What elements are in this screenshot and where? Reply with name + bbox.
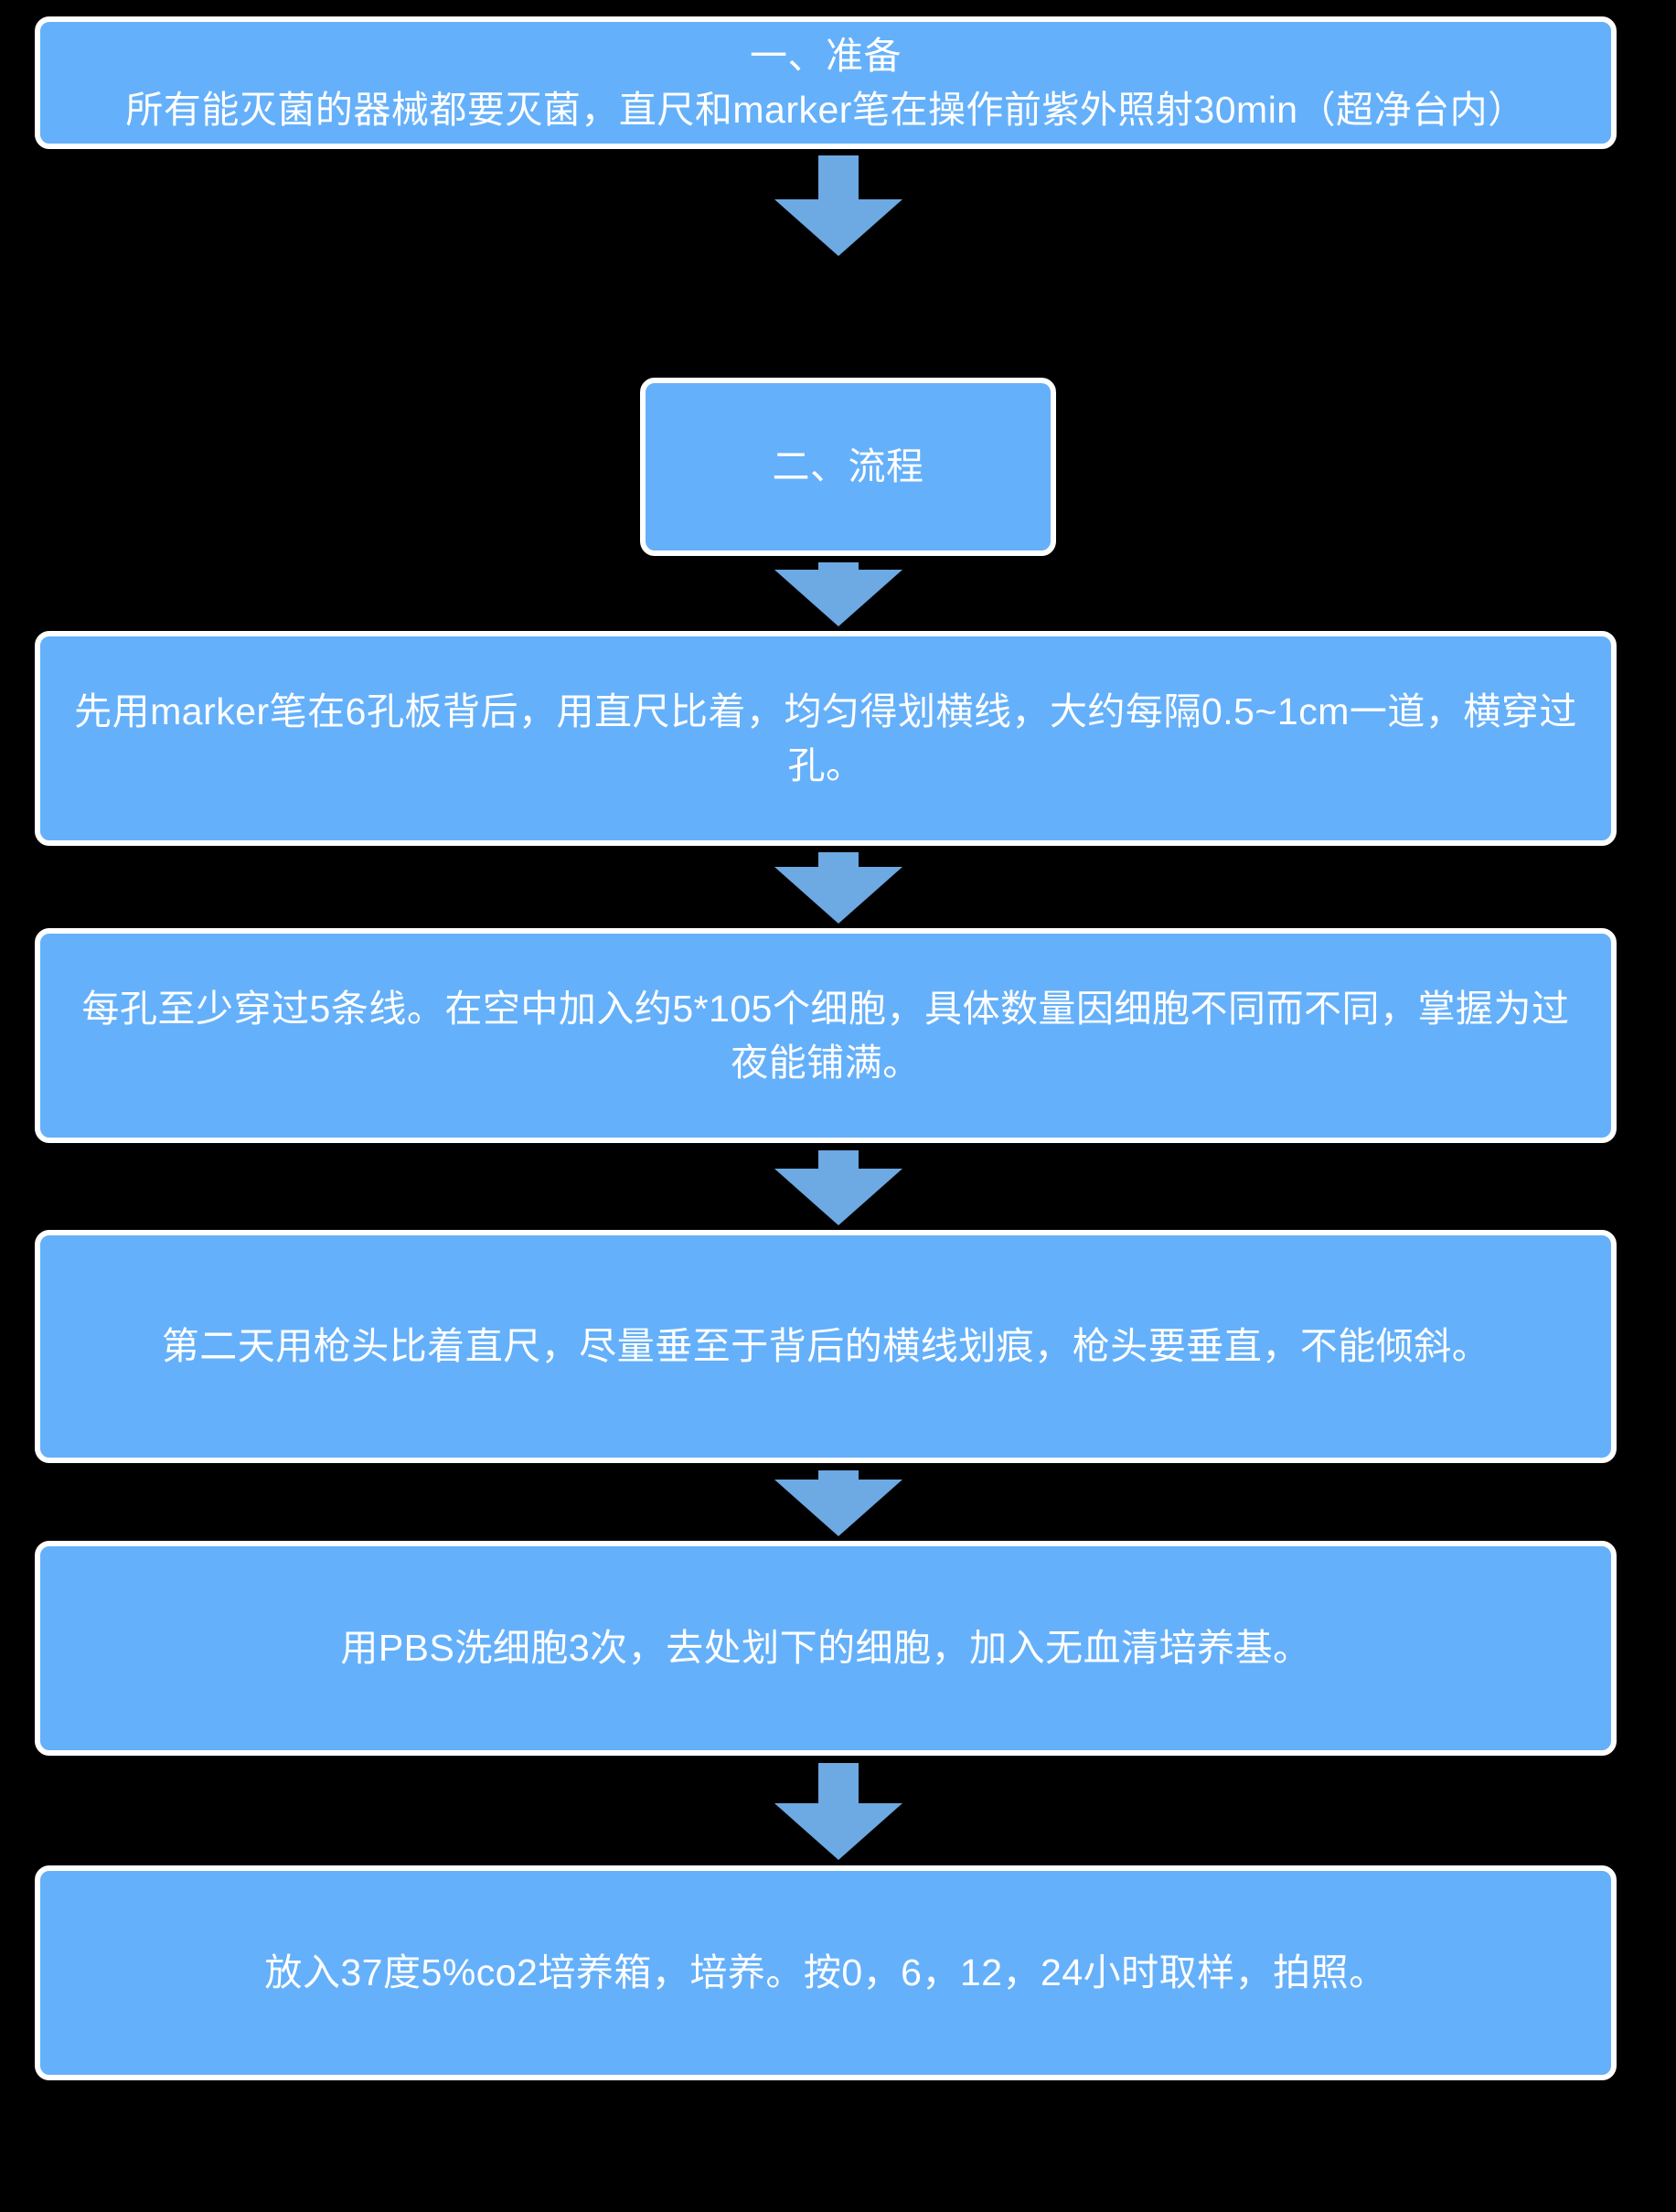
flow-arrow-down-3 — [774, 852, 902, 924]
flow-arrow-down-4 — [774, 1150, 902, 1225]
flow-node-incubate[interactable]: 放入37度5%co2培养箱，培养。按0，6，12，24小时取样，拍照。 — [35, 1865, 1617, 2080]
flow-node-cell-seeding[interactable]: 每孔至少穿过5条线。在空中加入约5*105个细胞，具体数量因细胞不同而不同，掌握… — [35, 928, 1617, 1143]
flow-arrow-down-1 — [774, 155, 902, 256]
flow-node-process[interactable]: 二、流程 — [640, 378, 1056, 556]
arrow-shaft — [817, 1150, 859, 1170]
flow-node-marker-lines[interactable]: 先用marker笔在6孔板背后，用直尺比着，均匀得划横线，大约每隔0.5~1cm… — [35, 631, 1617, 846]
flow-node-scratch-label: 第二天用枪头比着直尺，尽量垂至于背后的横线划痕，枪头要垂直，不能倾斜。 — [161, 1325, 1490, 1368]
arrow-head-icon — [774, 570, 902, 626]
arrow-head-icon — [774, 867, 902, 924]
flow-node-pbs-wash-label: 用PBS洗细胞3次，去处划下的细胞，加入无血清培养基。 — [340, 1627, 1311, 1670]
flow-node-prepare[interactable]: 一、准备 所有能灭菌的器械都要灭菌，直尺和marker笔在操作前紫外照射30mi… — [35, 16, 1617, 149]
flow-arrow-down-6 — [774, 1763, 902, 1860]
flow-arrow-down-5 — [774, 1470, 902, 1536]
arrow-head-icon — [774, 199, 902, 256]
flow-node-incubate-label: 放入37度5%co2培养箱，培养。按0，6，12，24小时取样，拍照。 — [264, 1951, 1387, 1994]
arrow-shaft — [817, 155, 859, 201]
arrow-head-icon — [774, 1480, 902, 1536]
arrow-shaft — [817, 1470, 859, 1481]
flow-node-process-label: 二、流程 — [772, 445, 924, 488]
arrow-head-icon — [774, 1803, 902, 1860]
flow-arrow-down-2 — [774, 562, 902, 626]
flow-node-marker-lines-label: 先用marker笔在6孔板背后，用直尺比着，均匀得划横线，大约每隔0.5~1cm… — [74, 690, 1577, 786]
arrow-head-icon — [774, 1169, 902, 1225]
arrow-shaft — [817, 852, 859, 869]
arrow-shaft — [817, 1763, 859, 1805]
flow-node-prepare-label: 一、准备 所有能灭菌的器械都要灭菌，直尺和marker笔在操作前紫外照射30mi… — [125, 35, 1526, 131]
flow-node-pbs-wash[interactable]: 用PBS洗细胞3次，去处划下的细胞，加入无血清培养基。 — [35, 1541, 1617, 1756]
flow-node-scratch[interactable]: 第二天用枪头比着直尺，尽量垂至于背后的横线划痕，枪头要垂直，不能倾斜。 — [35, 1230, 1617, 1463]
flow-node-cell-seeding-label: 每孔至少穿过5条线。在空中加入约5*105个细胞，具体数量因细胞不同而不同，掌握… — [81, 988, 1570, 1084]
